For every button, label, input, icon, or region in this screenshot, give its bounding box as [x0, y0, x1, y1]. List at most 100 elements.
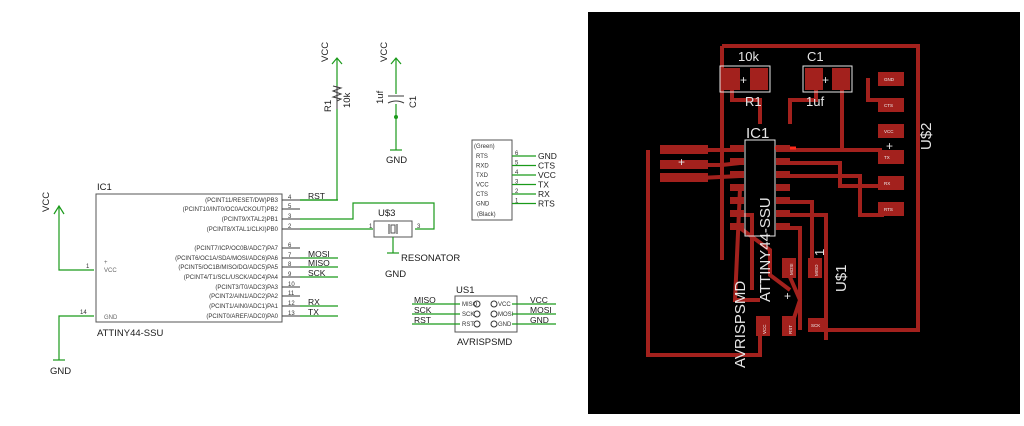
ic1-pin-number: 3: [288, 214, 292, 220]
ic1-pin-number: 5: [288, 204, 292, 210]
resonator-name: U$3: [378, 208, 395, 219]
r1-value: 10k: [342, 92, 353, 108]
ic1-pin-label: (PCINT10/INT0/OC0A/CKOUT)PB2: [183, 207, 279, 213]
c1-outline: [802, 65, 853, 93]
ic1-net-label: RST: [308, 191, 325, 201]
ftdi-pin-number: 5: [515, 161, 519, 167]
pcb-isp-pad-rst-label: RST: [788, 325, 793, 334]
pcb-isp-pad-sck-label: SCK: [811, 323, 820, 328]
ic1-gnd-label: GND: [104, 315, 118, 321]
resonator-pin1: 1: [369, 224, 373, 230]
resonator-value: RESONATOR: [401, 253, 460, 264]
pcb-ic1-pad-right: [776, 171, 790, 178]
pcb-ftdi-pad: [878, 150, 904, 164]
ftdi-pin-label: RTS: [476, 154, 488, 160]
ic1-plus: +: [104, 260, 108, 266]
ftdi-pin-label: TXD: [476, 173, 489, 179]
pcb-ftdi-pad: [878, 72, 904, 86]
pcb-ic1-pad-left: [730, 171, 744, 178]
isp-pad-right: [490, 300, 498, 308]
pcb-isp-pad-vcc-label: VCC: [762, 324, 767, 334]
pcb-u1-pin1: 1: [812, 249, 827, 256]
ic1-pin-number: 9: [288, 272, 292, 278]
ftdi-net-label: VCC: [538, 170, 556, 180]
isp-right-net: MOSI: [530, 305, 552, 315]
isp-pad-left: [473, 300, 481, 308]
pcb-ftdi-pad: [878, 124, 904, 138]
ftdi-net-label: RTS: [538, 199, 555, 209]
ic1-pin-label: (PCINT3/T0/ADC3)PA3: [215, 285, 278, 291]
pcb-ftdi-pad-label: GND: [884, 77, 895, 82]
ic1-pin-number: 7: [288, 253, 292, 259]
ftdi-net-label: CTS: [538, 161, 555, 171]
pcb-r1-name: R1: [745, 94, 762, 109]
pcb-isp-pad-rst: [782, 316, 796, 336]
pcb-ftdi-pad: [878, 98, 904, 112]
pcb-ftdi-pad-label: TX: [884, 155, 890, 160]
ic1-pin-number: 2: [288, 224, 292, 230]
ic1-pin-number: 12: [288, 301, 295, 307]
ic1-net-label: SCK: [308, 268, 326, 278]
isp-pad-left: [473, 310, 481, 318]
pcb-ic1-part: ATTINY44-SSU: [757, 197, 774, 302]
pcb-ic1-pad-left: [730, 184, 744, 191]
ic1-net-label: TX: [308, 307, 319, 317]
pcb-r1-value: 10k: [738, 49, 759, 64]
ftdi-pin-label: RXD: [476, 164, 489, 170]
isp-left-net: RST: [414, 315, 431, 325]
gnd-symbol-left: GND: [50, 315, 94, 377]
pcb-left-pad-2: [660, 160, 708, 169]
pcb-ic1-pad-right: [776, 145, 790, 152]
ic1-pin-label: (PCINT1/AIN0/ADC1)PA1: [209, 304, 279, 310]
ftdi-pin-number: 2: [515, 189, 519, 195]
ic1-pin-number: 10: [288, 282, 295, 288]
pcb-isp-pad-mosi-label: MOSI: [789, 263, 794, 275]
isp-left-pin: SCK: [462, 312, 474, 318]
resonator-symbol: U$3 1 3 RESONATOR GND: [300, 202, 460, 280]
ftdi-pin-label: VCC: [476, 183, 489, 189]
vcc-symbol-left: VCC: [41, 192, 94, 271]
isp-right-pin: GND: [498, 322, 512, 328]
ftdi-pin-number: 6: [515, 151, 519, 157]
pcb-ftdi-pad-label: CTS: [884, 103, 893, 108]
isp-right-net: GND: [530, 315, 549, 325]
pcb-left-pad-3: [660, 173, 708, 182]
c1-value: 1uf: [375, 90, 386, 104]
ic1-pin-label: (PCINT8/XTAL1/CLKI)PB0: [207, 227, 279, 233]
ftdi-top-label: (Green): [474, 144, 495, 150]
pcb-ftdi-pad: [878, 202, 904, 216]
ic1-pin-number: 13: [288, 311, 295, 317]
isp-left-net: SCK: [414, 305, 432, 315]
ftdi-net-label: RX: [538, 189, 550, 199]
ftdi-pin-number: 1: [515, 199, 519, 205]
pcb-left-plus: +: [678, 155, 685, 169]
pcb-c1-value: 1uf: [806, 94, 824, 109]
pcb-ic1-pad-right: [776, 210, 790, 217]
pcb-left-pad-1: [660, 145, 708, 154]
r1-vcc-label: VCC: [320, 42, 331, 62]
pcb-isp-pad-sck: [808, 318, 828, 332]
pcb-ic1-pad-right: [776, 184, 790, 191]
isp-pad-right: [490, 310, 498, 318]
c1-name: C1: [408, 96, 419, 108]
pcb-ftdi-pad-label: RX: [884, 181, 890, 186]
schematic: VCC GND IC1 ATTINY44-SSU + VCC GND 1 14 …: [41, 42, 557, 377]
pcb-ftdi-pad-label: VCC: [884, 129, 894, 134]
ftdi-net-label: GND: [538, 151, 557, 161]
r1-pad-1: [722, 68, 740, 90]
ic1-pin-number: 11: [288, 291, 295, 297]
c1-pad-2: [832, 68, 850, 90]
isp-right-net: VCC: [530, 295, 548, 305]
pcb-ftdi-pad-label: RTS: [884, 207, 893, 212]
pcb-isp-pad-miso: [808, 258, 822, 278]
pcb-c1-plus: +: [822, 73, 829, 87]
pcb-ic1-pad-left: [730, 158, 744, 165]
isp-left-pin: RST: [462, 322, 474, 328]
ic1-pin-label: (PCINT7/ICP/OC0B/ADC7)PA7: [194, 246, 278, 252]
ic1-pin-label: (PCINT4/T1/SCL/USCK/ADC4)PA4: [184, 275, 279, 281]
pcb-ic1-pad-left: [730, 210, 744, 217]
